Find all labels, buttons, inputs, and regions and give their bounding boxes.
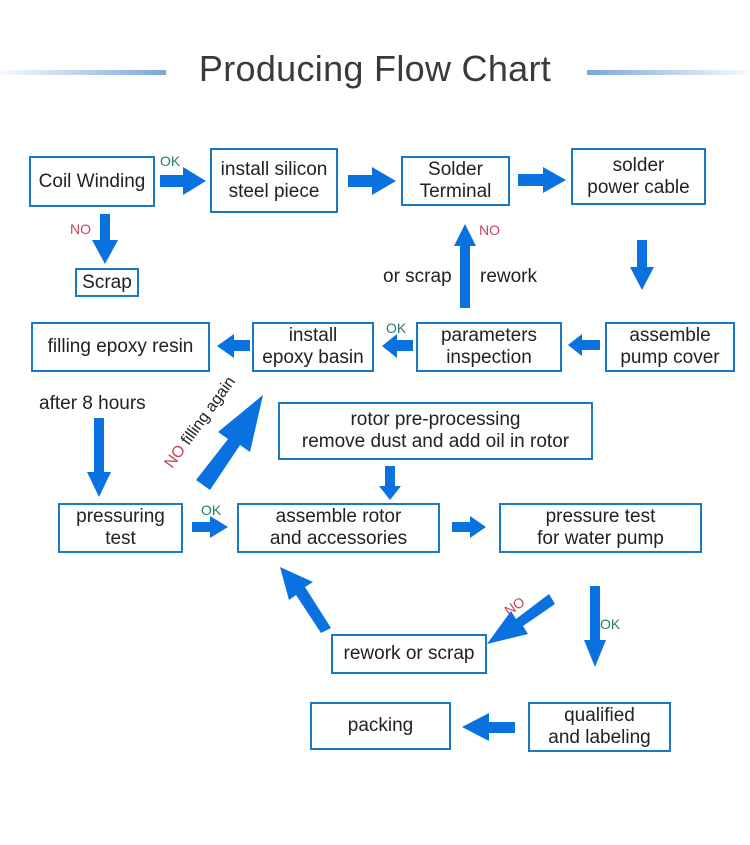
node-rework-or-scrap: rework or scrap [331, 634, 487, 674]
arrow-left-icon [568, 334, 600, 356]
rework-label: rework [480, 266, 538, 287]
node-parameters-inspection: parameters inspection [416, 322, 562, 372]
arrow-down-icon [87, 418, 111, 497]
node-assemble-pump-cover: assemble pump cover [605, 322, 735, 372]
node-filling-epoxy-resin: filling epoxy resin [31, 322, 210, 372]
arrow-diagonal-up-icon [280, 567, 331, 633]
arrow-right-icon [348, 167, 396, 195]
arrow-right-icon [452, 516, 486, 538]
node-solder-power-cable: solder power cable [571, 148, 706, 205]
ok-label: OK [160, 153, 181, 169]
arrow-up-icon [454, 224, 476, 308]
node-coil-winding: Coil Winding [29, 156, 155, 207]
arrow-diagonal-up-icon [196, 395, 263, 490]
arrow-down-icon [92, 214, 118, 264]
no-label: NO [70, 221, 91, 237]
node-scrap: Scrap [75, 268, 139, 297]
title-divider-left [0, 70, 166, 75]
node-packing: packing [310, 702, 451, 750]
node-install-epoxy-basin: install epoxy basin [252, 322, 374, 372]
node-install-silicon-steel: install silicon steel piece [210, 148, 338, 213]
ok-label: OK [386, 320, 407, 336]
node-assemble-rotor: assemble rotor and accessories [237, 503, 440, 553]
arrow-left-icon [217, 334, 250, 358]
arrow-right-icon [192, 516, 228, 538]
node-rotor-preprocessing: rotor pre-processing remove dust and add… [278, 402, 593, 460]
ok-label: OK [600, 616, 621, 632]
arrow-diagonal-down-icon [487, 594, 555, 644]
node-pressuring-test: pressuring test [58, 503, 183, 553]
arrow-down-icon [630, 240, 654, 290]
arrow-down-icon [584, 586, 606, 667]
arrow-right-icon [518, 167, 566, 193]
node-qualified-labeling: qualified and labeling [528, 702, 671, 752]
after-8-hours-label: after 8 hours [39, 393, 146, 414]
arrow-right-icon [160, 167, 206, 195]
page-title: Producing Flow Chart [198, 48, 552, 89]
node-pressure-test-pump: pressure test for water pump [499, 503, 702, 553]
node-solder-terminal: Solder Terminal [401, 156, 510, 206]
no-label: NO [479, 222, 500, 238]
title-divider-right [587, 70, 750, 75]
arrow-left-icon [462, 713, 515, 741]
ok-label: OK [201, 502, 222, 518]
arrow-left-icon [382, 334, 413, 358]
arrow-down-icon [379, 466, 401, 500]
or-scrap-label: or scrap [383, 266, 452, 287]
